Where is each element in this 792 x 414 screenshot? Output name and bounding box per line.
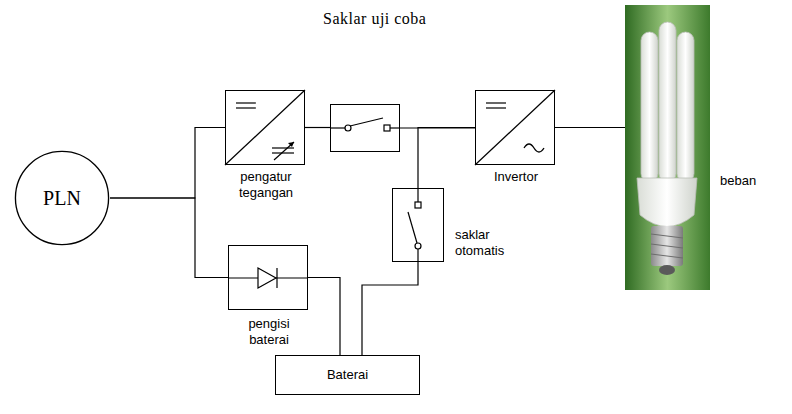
charger-box: pengisi baterai: [228, 245, 308, 310]
converter-diagonal: [225, 90, 305, 165]
wire: [308, 278, 340, 356]
converter-diagonal: [475, 90, 555, 165]
lamp-tube: [641, 32, 658, 182]
dc-symbol: [486, 102, 506, 103]
diode-bar: [276, 268, 277, 288]
battery-box: Baterai: [275, 355, 420, 395]
switch-box: Saklar uji coba: [330, 104, 400, 152]
wire: [418, 128, 475, 189]
circle-outline: [15, 151, 108, 244]
node-label: Invertor: [476, 169, 556, 185]
ac-symbol: [524, 144, 544, 152]
switch-wire: [390, 127, 400, 128]
lamp-thread: [651, 254, 683, 258]
diode-symbol: [258, 268, 276, 288]
lamp-collar: [637, 178, 697, 227]
node-label: Saklar uji coba: [323, 9, 513, 28]
dc-symbol: [236, 102, 256, 103]
node-label: Baterai: [327, 367, 368, 383]
wire: [110, 128, 225, 199]
wire: [305, 127, 330, 128]
node-label: pengisi baterai: [234, 316, 304, 348]
switch-wire: [417, 188, 418, 202]
lamp-tube: [677, 32, 694, 182]
node-label: beban: [720, 173, 780, 189]
switch-contact: [415, 202, 421, 208]
switch-box: saklar otomatis: [392, 188, 444, 262]
wire: [110, 198, 228, 278]
variable-arrow: [274, 142, 294, 160]
lamp-load: beban: [625, 5, 710, 290]
node-label: saklar otomatis: [455, 227, 521, 259]
lamp-thread: [651, 244, 683, 248]
lamp-thread: [651, 234, 683, 238]
switch-lever: [408, 212, 417, 243]
switch-contact: [384, 125, 390, 131]
dc-symbol: [486, 107, 506, 108]
switch-wire: [330, 127, 345, 128]
switch-wire: [417, 249, 418, 262]
source-circle: PLN: [14, 150, 110, 246]
dc-symbol: [272, 147, 294, 148]
regulator-box: pengatur tegangan: [225, 90, 305, 165]
lamp-screw: [651, 226, 683, 266]
lamp-background: [625, 5, 710, 290]
variable-arrow-head: [288, 142, 294, 147]
inverter-box: Invertor: [475, 90, 555, 165]
lamp-tip: [659, 265, 675, 275]
switch-contact: [415, 243, 421, 249]
lamp-tube: [659, 22, 676, 182]
switch-lever: [350, 118, 383, 126]
wire: [555, 127, 625, 128]
dc-symbol: [236, 107, 256, 108]
wire: [362, 262, 418, 355]
node-label: PLN: [43, 186, 81, 210]
node-label: pengatur tegangan: [221, 169, 311, 201]
